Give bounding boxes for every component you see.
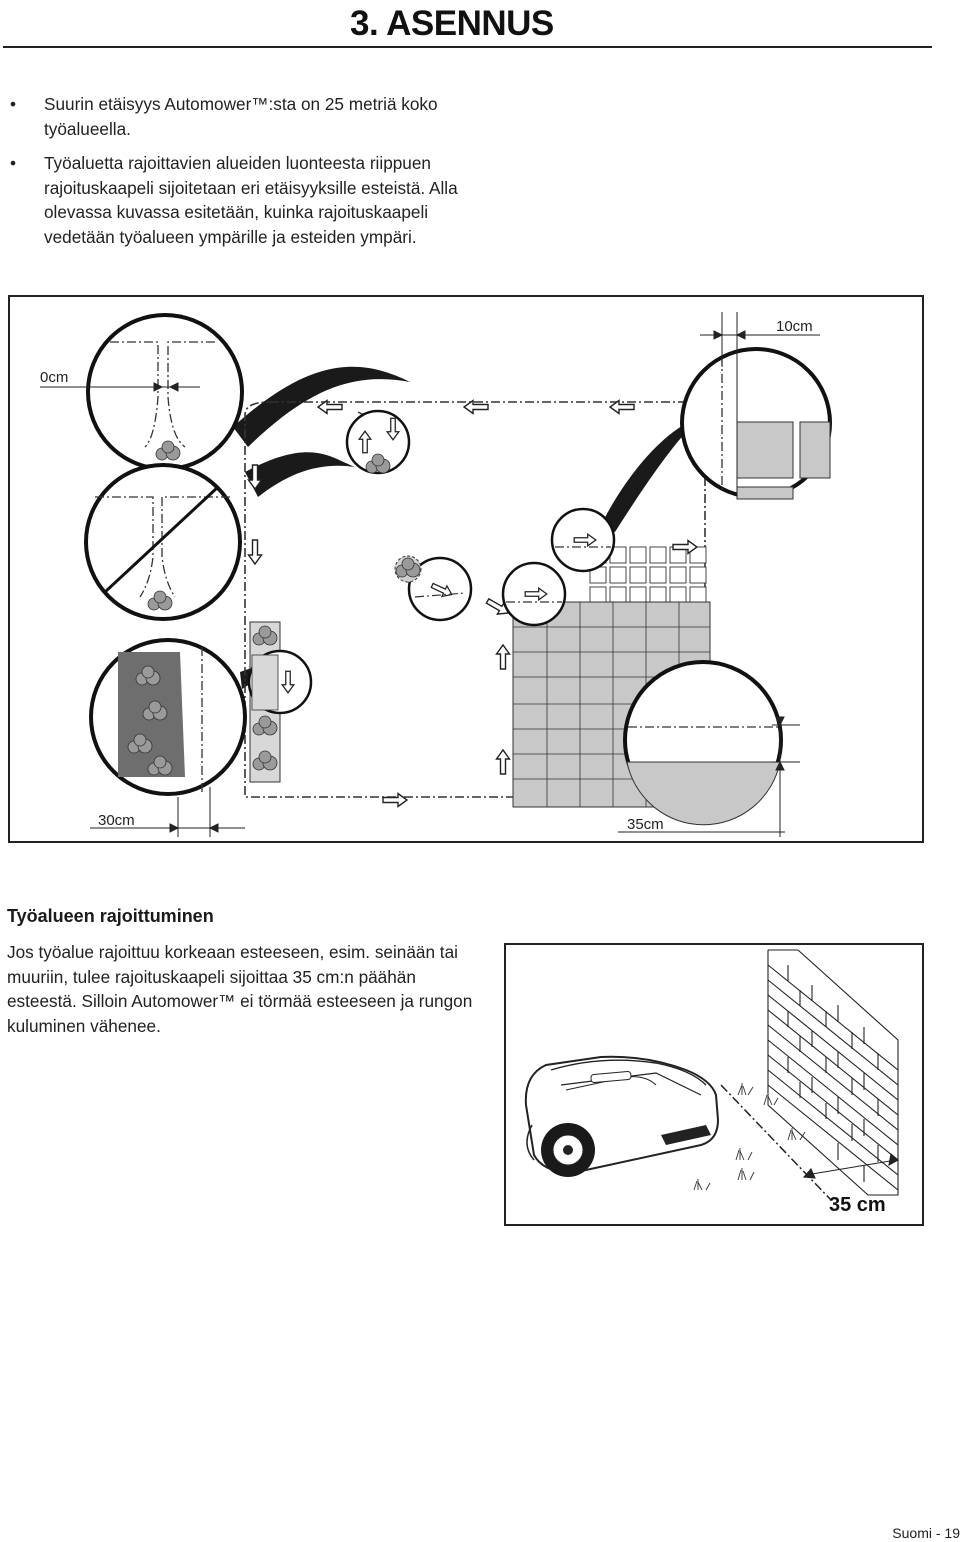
- bullet-item: • Työaluetta rajoittavien alueiden luonte…: [10, 151, 490, 249]
- label-10cm: 10cm: [776, 318, 813, 335]
- section-body: Jos työalue rajoittuu korkeaan esteeseen…: [7, 942, 473, 1036]
- detail-circle-small-2: [501, 561, 567, 627]
- dimension-0cm: [40, 382, 200, 392]
- boundary-wire: [720, 1084, 832, 1201]
- label-35cm: 35 cm: [829, 1194, 886, 1216]
- bullet-item: • Suurin etäisyys Automower™:sta on 25 me…: [10, 92, 490, 141]
- bush-small: [394, 555, 422, 583]
- header-rule: [3, 46, 932, 48]
- detail-circle-island: [345, 409, 411, 475]
- boundary-wire-figure: 0cm 10cm 30cm 35cm: [8, 295, 924, 843]
- boundary-wire: [244, 401, 706, 798]
- label-30cm: 30cm: [98, 812, 135, 829]
- detail-circle-10cm: [680, 347, 832, 500]
- dimension-35cm: [802, 1152, 899, 1179]
- detail-circle-incorrect: [84, 463, 242, 621]
- bullet-marker: •: [10, 153, 17, 173]
- section-heading: Työalueen rajoittuminen: [7, 906, 214, 926]
- dimension-10cm: [700, 312, 820, 367]
- label-0cm: 0cm: [40, 369, 68, 386]
- dimension-30cm: [90, 787, 245, 837]
- detail-circle-small-4: [247, 649, 313, 715]
- bullet-text: Suurin etäisyys Automower™:sta on 25 met…: [44, 94, 438, 139]
- detail-circle-0cm: [86, 313, 244, 471]
- label-35cm: 35cm: [627, 816, 664, 833]
- detail-circle-small-1: [407, 556, 473, 622]
- detail-circle-35cm: [623, 660, 783, 826]
- page-footer: Suomi - 19: [892, 1525, 960, 1541]
- bullet-text: Työaluetta rajoittavien alueiden luontee…: [44, 153, 458, 247]
- brick-wall: [767, 949, 899, 1196]
- bullet-marker: •: [10, 94, 17, 114]
- dimension-35cm: [618, 716, 800, 837]
- detail-circle-small-3: [550, 507, 616, 573]
- detail-circle-30cm: [89, 638, 247, 796]
- bullet-list: • Suurin etäisyys Automower™:sta on 25 me…: [10, 92, 490, 259]
- grass-tufts: [693, 1083, 806, 1191]
- robotic-mower: [524, 1055, 720, 1177]
- chapter-title: 3. ASENNUS: [350, 4, 554, 43]
- mower-wall-figure: 35 cm: [504, 943, 924, 1226]
